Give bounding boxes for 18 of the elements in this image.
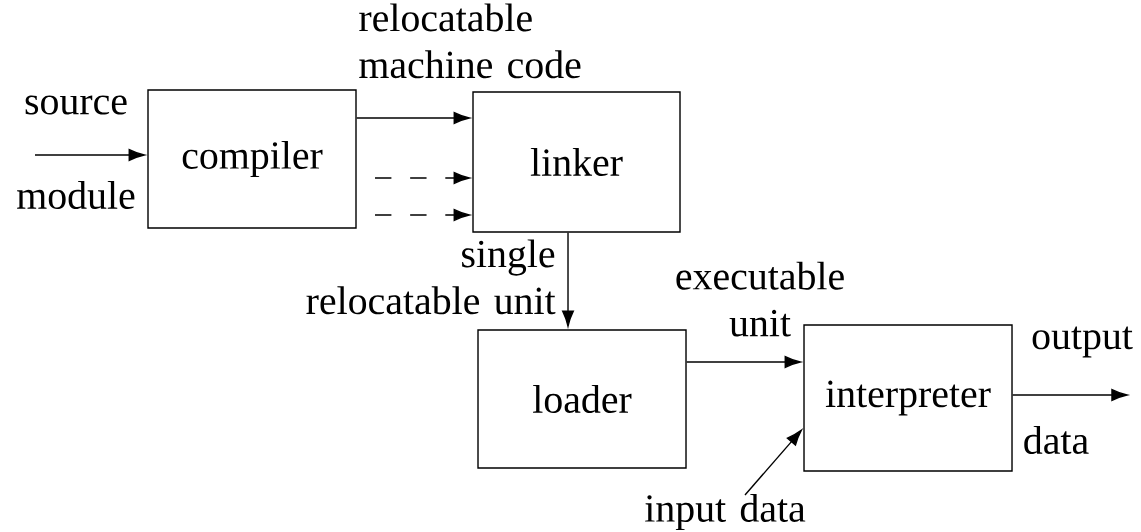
dashed-arrow: [374, 172, 470, 184]
arrow: [744, 429, 802, 496]
process-box: linker: [472, 91, 681, 233]
label-text: data: [1024, 426, 1089, 454]
arrow: [34, 149, 145, 161]
edge-label: relocatable machine code: [359, 3, 581, 79]
dashed-arrow: [374, 209, 470, 221]
arrow: [562, 232, 574, 327]
process-box: loader: [477, 329, 687, 469]
process-box: interpreter: [803, 324, 1013, 472]
process-box: compiler: [147, 89, 357, 229]
arrow: [1012, 389, 1128, 401]
arrow: [686, 356, 801, 368]
arrow: [356, 112, 470, 124]
edge-label: single relocatable unit: [306, 239, 556, 315]
label-text: output: [1032, 326, 1133, 358]
label-text: module: [17, 181, 135, 209]
edge-label: input data: [645, 493, 806, 531]
